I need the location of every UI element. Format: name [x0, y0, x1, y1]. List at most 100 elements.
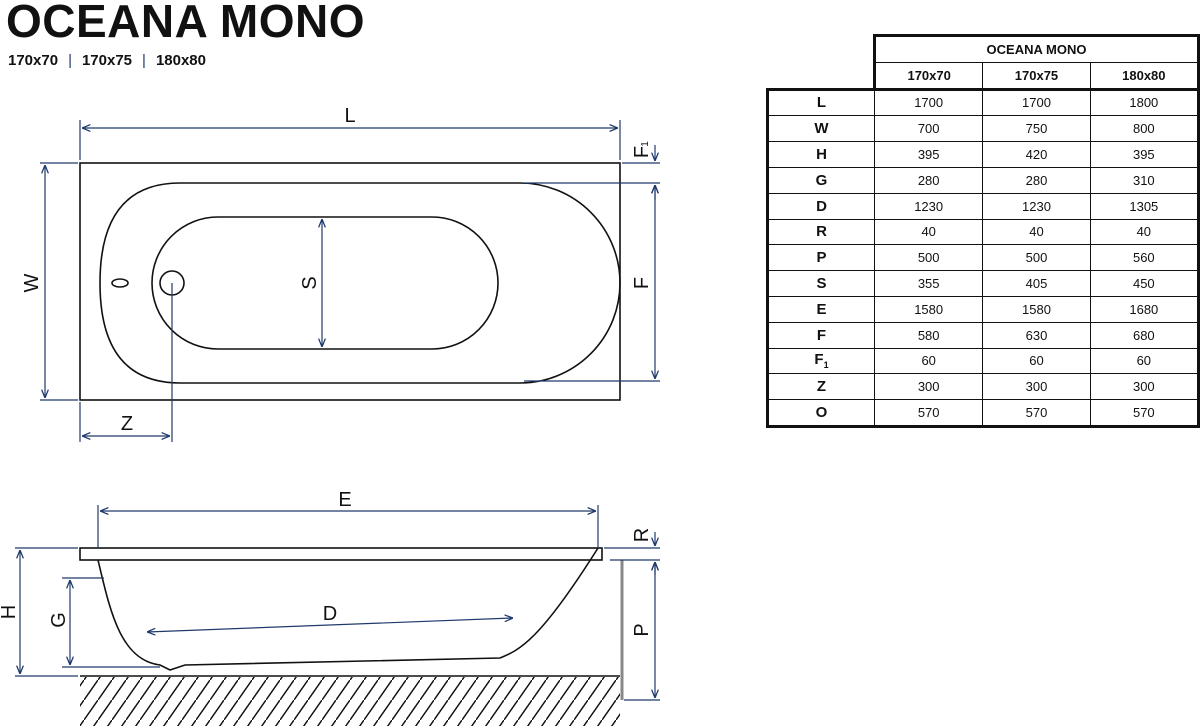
- label-P: P: [631, 623, 653, 636]
- table-cell: 395: [1089, 141, 1200, 168]
- label-Z: Z: [121, 413, 133, 435]
- table-cell: 1230: [874, 192, 984, 220]
- row-label-text: Z: [816, 378, 827, 396]
- table-cell: 40: [874, 218, 984, 246]
- overflow-icon: [111, 278, 129, 288]
- table-cell: 280: [874, 166, 984, 194]
- table-cell: 405: [982, 270, 1091, 297]
- label-H: H: [0, 605, 20, 619]
- tub-outline-top: [79, 162, 621, 401]
- row-label: D: [765, 192, 876, 220]
- separator: |: [68, 52, 72, 69]
- row-label: E: [765, 295, 876, 323]
- table-cell: 395: [874, 141, 984, 168]
- row-label: G: [765, 166, 876, 194]
- label-L: L: [344, 105, 355, 127]
- table-cell: 1680: [1089, 295, 1200, 323]
- table-cell: 560: [1089, 244, 1200, 272]
- row-label-text: H: [816, 146, 827, 164]
- row-label: H: [765, 141, 876, 168]
- row-label: S: [765, 270, 876, 297]
- top-view: [79, 162, 621, 401]
- size-list: 170x70| 170x75| 180x80: [8, 52, 206, 69]
- label-S: S: [299, 276, 321, 289]
- row-label-sub: 1: [823, 360, 829, 371]
- table-cell: 310: [1089, 166, 1200, 194]
- table-cell: 1305: [1089, 192, 1200, 220]
- table-cell: 60: [982, 347, 1091, 375]
- separator: |: [142, 52, 146, 69]
- table-cell: 60: [1089, 347, 1200, 375]
- row-label-text: G: [815, 171, 828, 189]
- row-label: Z: [765, 373, 876, 401]
- table-cell: 420: [982, 141, 1091, 168]
- dimensions-top: [40, 120, 660, 442]
- label-E: E: [338, 489, 351, 511]
- row-label: W: [765, 115, 876, 143]
- table-title: OCEANA MONO: [874, 34, 1200, 63]
- row-label-text: L: [816, 94, 827, 112]
- size-1: 170x75: [81, 52, 133, 69]
- row-label: F1: [765, 347, 876, 375]
- table-cell: 1700: [982, 87, 1091, 117]
- row-label: P: [765, 244, 876, 272]
- label-F1: F: [631, 146, 653, 158]
- dimension-labels: L W S F F 1 Z E R P H G D: [0, 105, 653, 637]
- table-cell: 40: [1089, 218, 1200, 246]
- tub-basin-inner: [151, 216, 499, 350]
- row-label-text: S: [816, 275, 827, 293]
- row-label-text: R: [816, 223, 827, 241]
- table-cell: 1700: [874, 87, 984, 117]
- dimensions-side: [15, 505, 660, 701]
- table-cell: 40: [982, 218, 1091, 246]
- tub-rim: [79, 547, 603, 561]
- table-cell: 1580: [982, 295, 1091, 323]
- row-label: O: [765, 399, 876, 428]
- floor-hatch: [80, 677, 620, 726]
- table-cell: 630: [982, 321, 1091, 349]
- column-header: 170x75: [982, 61, 1091, 90]
- table-cell: 580: [874, 321, 984, 349]
- label-F1-sub: 1: [640, 141, 651, 147]
- column-header: 170x70: [874, 61, 984, 90]
- size-0: 170x70: [8, 52, 59, 69]
- row-label: F: [765, 321, 876, 349]
- table-cell: 500: [982, 244, 1091, 272]
- table-cell: 750: [982, 115, 1091, 143]
- row-label-text: F: [814, 351, 824, 369]
- label-D: D: [323, 603, 337, 625]
- table-cell: 300: [1089, 373, 1200, 401]
- row-label-text: P: [816, 249, 827, 267]
- table-cell: 1230: [982, 192, 1091, 220]
- label-R: R: [631, 528, 653, 542]
- table-cell: 800: [1089, 115, 1200, 143]
- row-label: L: [765, 87, 876, 117]
- tub-basin-outer: [99, 182, 621, 384]
- label-W: W: [21, 273, 43, 292]
- table-cell: 300: [874, 373, 984, 401]
- row-label-text: O: [815, 404, 828, 422]
- row-label-text: W: [814, 120, 829, 138]
- table-cell: 680: [1089, 321, 1200, 349]
- table-cell: 570: [1089, 399, 1200, 428]
- table-cell: 570: [982, 399, 1091, 428]
- row-label-text: F: [816, 326, 827, 344]
- column-header: 180x80: [1089, 61, 1200, 90]
- label-G: G: [48, 612, 70, 628]
- row-label-text: D: [816, 197, 827, 215]
- row-label-text: E: [816, 300, 827, 318]
- table-cell: 700: [874, 115, 984, 143]
- table-cell: 280: [982, 166, 1091, 194]
- table-cell: 570: [874, 399, 984, 428]
